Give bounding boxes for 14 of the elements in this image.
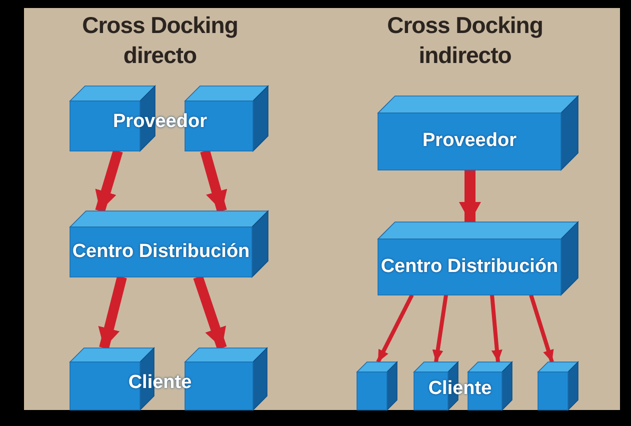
arrow xyxy=(432,294,448,362)
section-heading: Cross Docking indirecto xyxy=(386,11,544,70)
arrow xyxy=(376,294,414,363)
arrow xyxy=(459,170,481,222)
arrow xyxy=(95,150,123,212)
arrow xyxy=(200,150,228,212)
arrow xyxy=(490,294,502,362)
node-label: Centro Distribución xyxy=(72,240,250,264)
node-label: Centro Distribución xyxy=(380,256,558,278)
section-heading: Cross Docking directo xyxy=(81,11,239,70)
arrow xyxy=(193,275,227,350)
arrow xyxy=(98,276,127,350)
arrow xyxy=(529,294,554,363)
node-label: Proveedor xyxy=(422,130,516,153)
